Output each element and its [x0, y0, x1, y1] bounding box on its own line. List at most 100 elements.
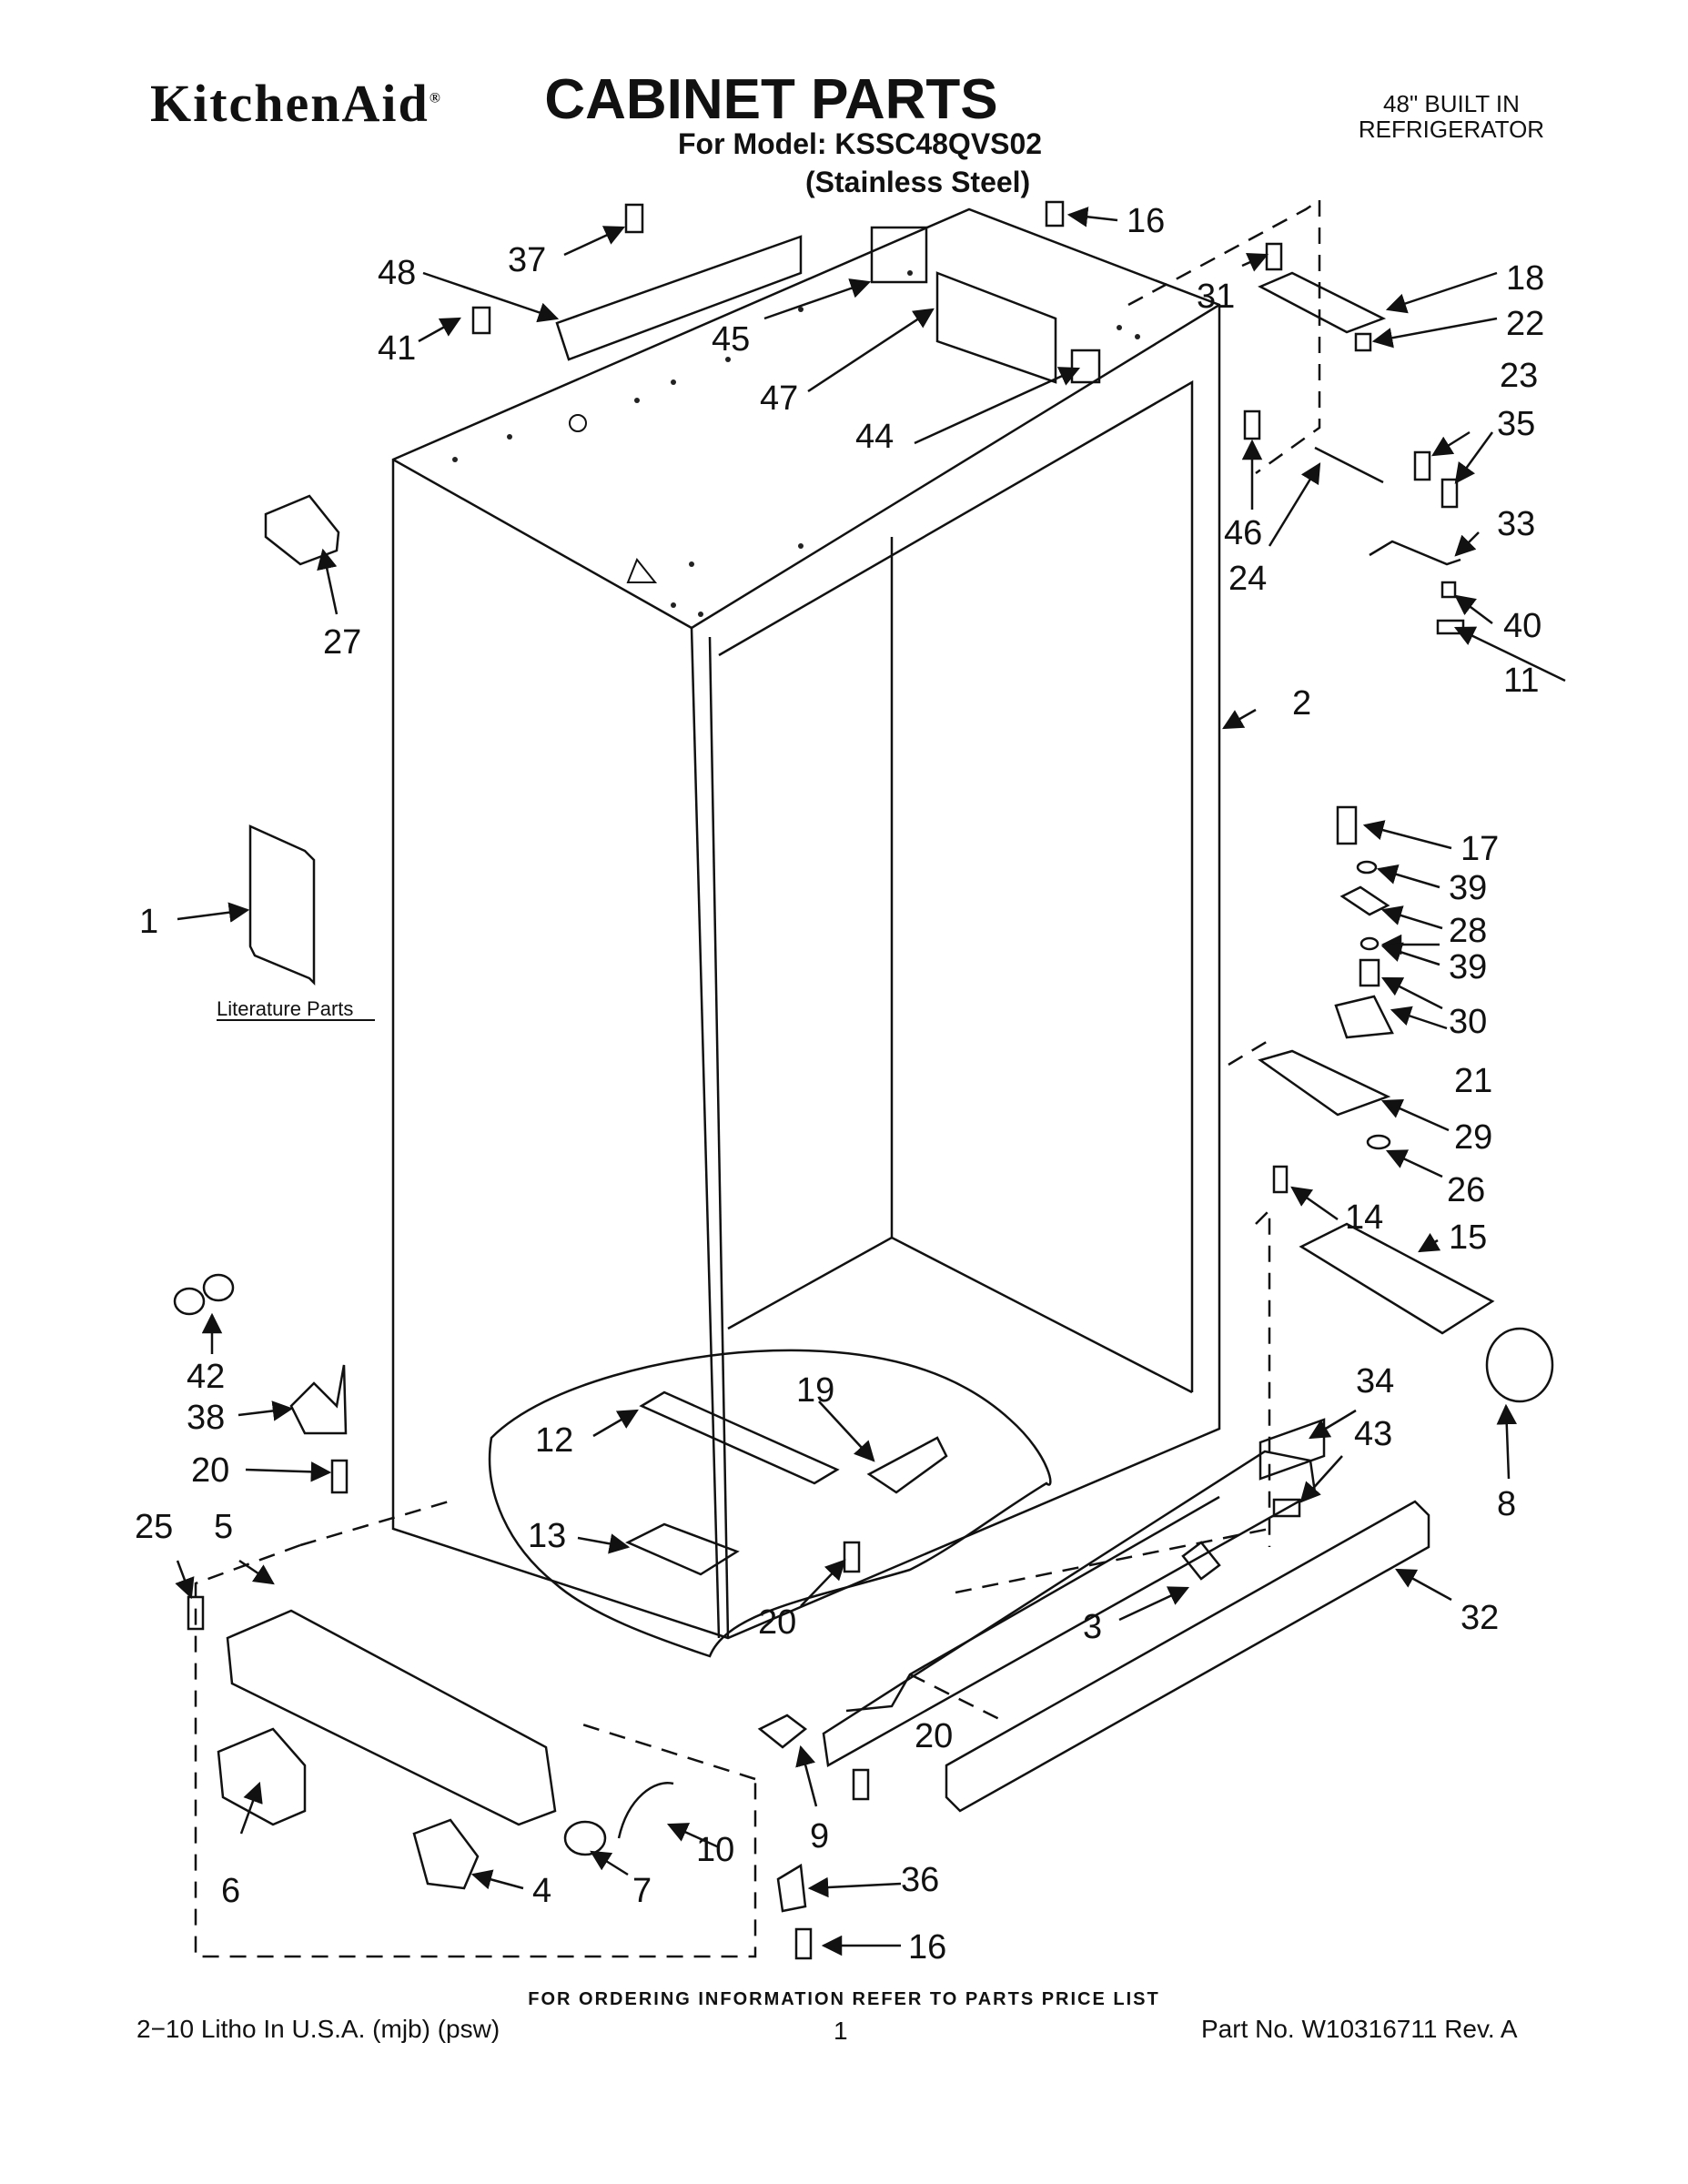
water-filter-15: [1299, 1222, 1495, 1335]
literature-label: Literature Parts: [217, 997, 353, 1020]
cutaway-detail: [488, 1349, 1052, 1658]
callout-17: 17: [1461, 830, 1499, 868]
leveling-foot-42: [173, 1273, 235, 1316]
callout-39b: 39: [1449, 948, 1487, 986]
clip-9: [757, 1714, 808, 1749]
callout-20-lower: 20: [915, 1717, 953, 1755]
callout-25: 25: [135, 1508, 173, 1546]
brand-logo: KitchenAid®: [150, 74, 442, 133]
callout-20-mid: 20: [758, 1603, 796, 1642]
rear-bracket-48: [555, 235, 803, 361]
callout-21: 21: [1454, 1062, 1492, 1100]
bracket-36: [776, 1863, 807, 1913]
cabinet-shell: [391, 207, 1221, 1640]
callout-41: 41: [378, 329, 416, 368]
callout-47: 47: [760, 379, 798, 418]
filter-cap-8: [1485, 1327, 1554, 1403]
callout-6: 6: [221, 1872, 240, 1910]
clip-3: [1181, 1541, 1221, 1581]
callout-32: 32: [1461, 1599, 1499, 1637]
callout-37: 37: [508, 241, 546, 279]
connector-44: [1070, 349, 1101, 384]
drain-pan-13: [625, 1522, 740, 1576]
callout-42: 42: [187, 1358, 225, 1396]
callout-20-left: 20: [191, 1451, 229, 1490]
screw-41: [471, 306, 491, 335]
callout-12: 12: [535, 1421, 573, 1460]
callout-35: 35: [1497, 405, 1535, 443]
callout-27: 27: [323, 623, 361, 662]
bracket-33: [1369, 540, 1461, 566]
grille-dashed-leaders: [909, 1527, 1270, 1722]
ordering-note: FOR ORDERING INFORMATION REFER TO PARTS …: [528, 1989, 1160, 2009]
clip-7: [563, 1820, 607, 1856]
screw-16-top: [1045, 200, 1065, 228]
callout-5: 5: [214, 1508, 233, 1546]
model-variant: (Stainless Steel): [805, 166, 1031, 198]
roller-4: [412, 1818, 480, 1890]
screw-31: [1265, 242, 1283, 271]
bracket-27: [264, 494, 340, 566]
callout-24: 24: [1228, 560, 1267, 598]
callout-22: 22: [1506, 305, 1544, 343]
callout-30: 30: [1449, 1003, 1487, 1041]
page-title: CABINET PARTS: [544, 68, 998, 131]
lower-hinge-assembly: [1258, 805, 1394, 1194]
callout-29: 29: [1454, 1118, 1492, 1157]
callout-44: 44: [855, 418, 894, 456]
product-description: 48" BUILT IN REFRIGERATOR: [1324, 91, 1579, 142]
callout-26: 26: [1447, 1171, 1485, 1209]
callout-labels: 1 2 3 4 5 6 7 8 9 10 11 12 13 14 15 16 1…: [135, 202, 1544, 1967]
callout-leaders: [175, 207, 1566, 1956]
pin-22: [1354, 332, 1372, 352]
bracket-38: [289, 1364, 348, 1435]
callout-13: 13: [528, 1517, 566, 1555]
callout-33: 33: [1497, 505, 1535, 543]
spring-24: [1314, 446, 1384, 484]
hinge-plate-18: [1258, 271, 1387, 334]
page-number: 1: [834, 2017, 848, 2045]
callout-28: 28: [1449, 912, 1487, 950]
compressor-6: [217, 1727, 307, 1826]
lower-hinge-leader: [1228, 1036, 1275, 1547]
part-number: Part No. W10316711 Rev. A: [1201, 2015, 1518, 2043]
callout-2: 2: [1292, 684, 1311, 723]
callout-11: 11: [1503, 662, 1539, 700]
screw-20-lower: [852, 1768, 870, 1801]
screw-37: [624, 203, 644, 234]
callout-10: 10: [696, 1831, 734, 1869]
top-panel-details: [452, 270, 1140, 617]
nut-40: [1440, 581, 1457, 599]
callout-43: 43: [1354, 1415, 1392, 1453]
model-number: For Model: KSSC48QVS02: [678, 127, 1043, 160]
callout-19: 19: [796, 1371, 834, 1410]
callout-1: 1: [139, 903, 158, 941]
callout-38: 38: [187, 1399, 225, 1437]
callout-45: 45: [712, 320, 750, 359]
bracket-34: [1258, 1418, 1326, 1481]
screws-23-35: [1413, 450, 1459, 509]
callout-7: 7: [632, 1872, 652, 1910]
bracket-47: [935, 271, 1057, 384]
callout-16-bottom: 16: [908, 1928, 946, 1967]
callout-8: 8: [1497, 1485, 1516, 1523]
callout-4: 4: [532, 1872, 551, 1910]
callout-18: 18: [1506, 259, 1544, 298]
product-line-2: REFRIGERATOR: [1358, 116, 1545, 143]
callout-48: 48: [378, 254, 416, 292]
evaporator-12: [639, 1390, 840, 1485]
tube-10: [617, 1782, 674, 1839]
screw-20-mid: [843, 1541, 861, 1573]
callout-40: 40: [1503, 607, 1541, 645]
callout-23: 23: [1500, 357, 1538, 395]
callout-31: 31: [1197, 278, 1235, 316]
grille-vent: [822, 1450, 1317, 1767]
screw-46: [1243, 410, 1261, 440]
callout-34: 34: [1356, 1362, 1394, 1400]
literature-parts-1: [248, 824, 316, 986]
callout-3: 3: [1083, 1608, 1102, 1646]
bracket-19: [866, 1436, 948, 1494]
litho-code: 2−10 Litho In U.S.A. (mjb) (psw): [136, 2015, 500, 2043]
screw-20-left: [330, 1459, 349, 1494]
